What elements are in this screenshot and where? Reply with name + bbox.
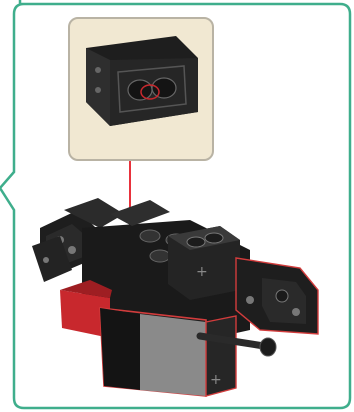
svg-text:+: +: [196, 264, 208, 280]
lego-black-model-assembly: + +: [32, 198, 318, 396]
black-tile-2x2-with-clip-icon: [86, 36, 198, 126]
svg-text:+: +: [210, 372, 222, 388]
